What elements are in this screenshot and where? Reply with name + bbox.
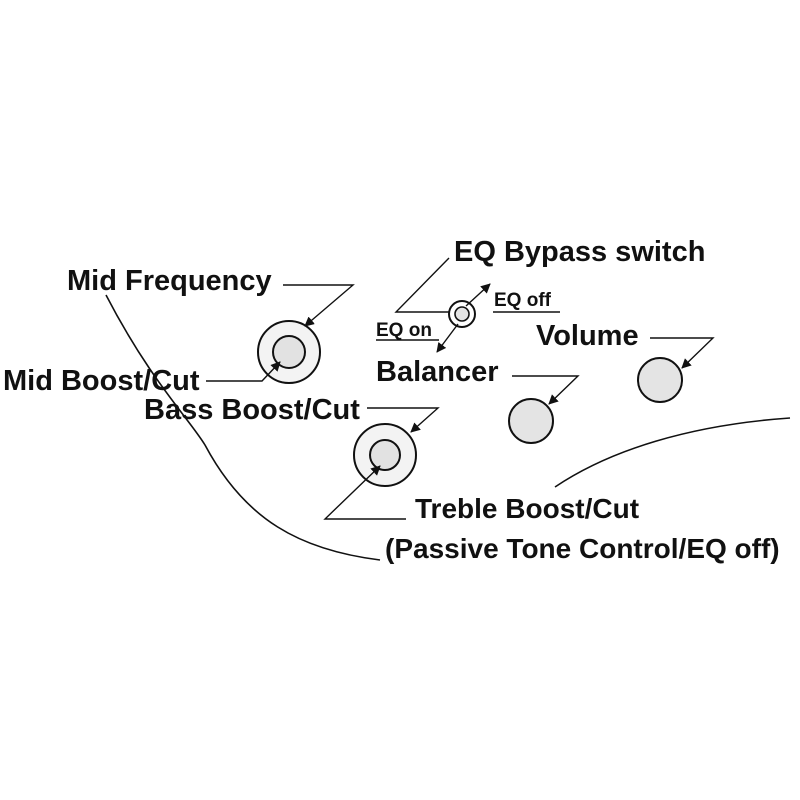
eq-bypass-switch-label: EQ Bypass switch: [454, 236, 705, 268]
volume-knob[interactable]: [637, 357, 683, 403]
mid-stacked-knob[interactable]: [257, 320, 321, 384]
eq-on-arrow: [436, 323, 459, 353]
mid-frequency-label: Mid Frequency: [67, 265, 272, 297]
treble-boost-cut-label: Treble Boost/Cut: [415, 493, 639, 524]
bass-boost-cut-label: Bass Boost/Cut: [144, 394, 360, 426]
eq-on-label: EQ on: [376, 320, 432, 341]
mid-frequency-leader: [283, 284, 355, 327]
balancer-label: Balancer: [376, 356, 499, 388]
eq-bypass-switch-leader: [394, 257, 450, 313]
eq-off-label: EQ off: [494, 290, 552, 311]
eq-off-arrow: [465, 283, 491, 307]
mid-boost-cut-label: Mid Boost/Cut: [3, 365, 200, 397]
mid-boost-cut-leader: [206, 361, 281, 382]
body-edge-left-curve: [105, 294, 381, 561]
body-edge-right-curve: [554, 417, 791, 488]
treble-boost-cut-leader: [323, 465, 406, 520]
eq-bypass-switch[interactable]: [448, 300, 476, 328]
volume-label: Volume: [536, 320, 639, 352]
balancer-leader: [512, 375, 580, 405]
bass-treble-stacked-knob[interactable]: [353, 423, 417, 487]
volume-leader: [650, 337, 715, 369]
passive-tone-control-label: (Passive Tone Control/EQ off): [385, 533, 780, 564]
bass-boost-cut-leader: [367, 407, 440, 433]
balancer-knob[interactable]: [508, 398, 554, 444]
